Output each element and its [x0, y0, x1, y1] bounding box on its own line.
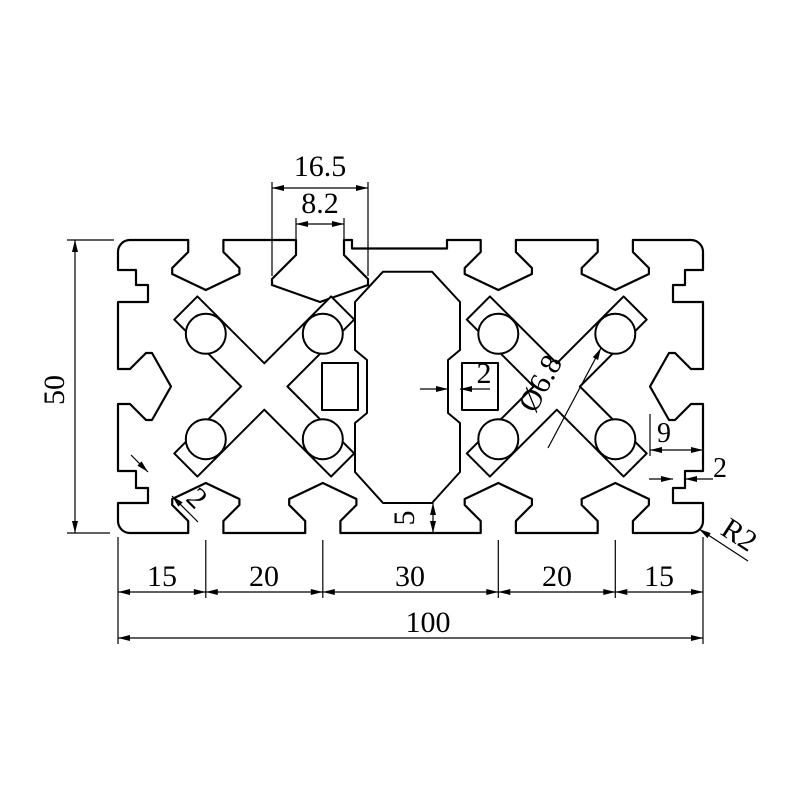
- dim-label-30: 30: [395, 560, 425, 593]
- dim-edge-wall: 2: [649, 453, 727, 484]
- dim-overall-width: 100: [118, 606, 703, 641]
- screw-hole: [477, 418, 520, 461]
- screw-hole: [301, 418, 344, 461]
- dim-label-15-right: 15: [644, 560, 674, 593]
- dim-center-wall: 2: [420, 357, 492, 392]
- dim-label-5: 5: [388, 511, 421, 526]
- dim-top-slot-opening: 8.2: [295, 187, 345, 248]
- screw-hole: [594, 418, 637, 461]
- screw-hole: [594, 312, 637, 355]
- dim-label-100: 100: [406, 606, 451, 639]
- dim-label-20-right: 20: [542, 560, 572, 593]
- mid-pocket-right: [461, 362, 499, 411]
- dim-label-2-center: 2: [477, 357, 492, 390]
- dim-height: 50: [38, 239, 114, 534]
- center-cavity: [354, 270, 461, 504]
- dim-label-20-left: 20: [249, 560, 279, 593]
- dim-label-2-edge: 2: [713, 453, 727, 484]
- dim-label-r2: R2: [716, 512, 763, 559]
- dim-label-8-2: 8.2: [301, 187, 339, 220]
- dim-corner-radius: R2: [698, 512, 763, 562]
- dim-slot-pitch-chain: 15 20 30 20 15: [117, 537, 704, 644]
- dim-bottom-wall: 5: [388, 503, 436, 533]
- dim-label-15-left: 15: [147, 560, 177, 593]
- screw-hole: [184, 312, 227, 355]
- dim-side-slot-depth: 9: [649, 414, 703, 456]
- dim-top-slot-head: 16.5: [271, 150, 369, 276]
- screw-hole: [301, 312, 344, 355]
- dim-label-50: 50: [38, 375, 71, 405]
- mid-pocket-left: [321, 362, 359, 411]
- dim-label-16-5: 16.5: [294, 150, 347, 183]
- dim-label-9: 9: [657, 418, 671, 449]
- screw-hole: [477, 312, 520, 355]
- screw-hole: [184, 418, 227, 461]
